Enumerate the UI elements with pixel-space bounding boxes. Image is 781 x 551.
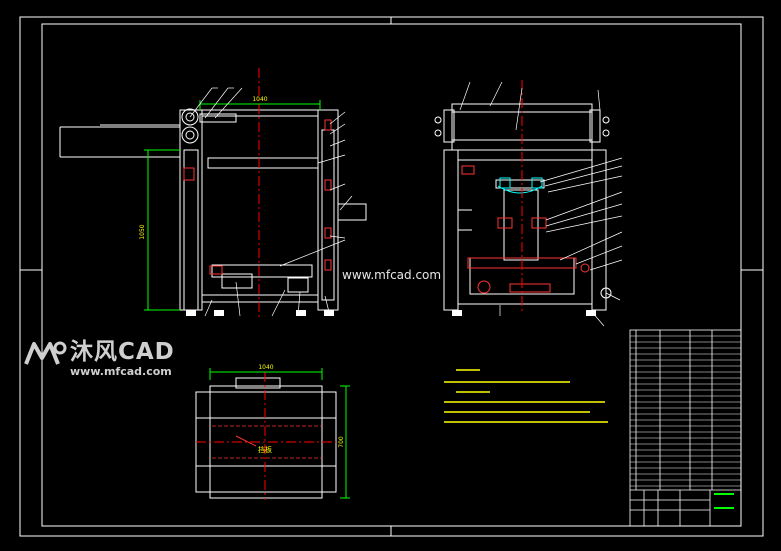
front-view [59, 68, 367, 320]
watermark-brand: 沐风CAD [70, 339, 175, 365]
title-block [629, 329, 742, 527]
title-block-rows [630, 335, 741, 487]
center-watermark: www.mfcad.com [342, 268, 442, 282]
plan-width-dimension: 1040 [258, 364, 273, 371]
plan-view [195, 368, 350, 500]
border-ticks [20, 17, 763, 536]
watermark: 沐风CAD www.mfcad.com [22, 338, 192, 378]
technical-notes [444, 369, 608, 423]
plan-note: 挡板 [258, 445, 272, 454]
side-view [434, 80, 623, 327]
front-height-dimension: 1050 [139, 224, 146, 239]
title-block-marks [714, 493, 734, 509]
front-width-dimension: 1040 [252, 96, 267, 103]
watermark-url: www.mfcad.com [70, 365, 172, 378]
mfcad-logo-icon [24, 341, 67, 365]
plan-depth-dimension: 700 [338, 436, 345, 448]
